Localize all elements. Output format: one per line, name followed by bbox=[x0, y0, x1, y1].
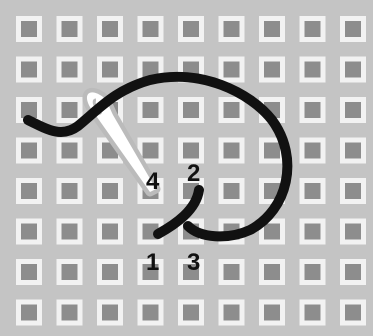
canvas-hole bbox=[21, 21, 37, 37]
canvas-hole bbox=[264, 264, 280, 280]
canvas-hole bbox=[264, 224, 280, 240]
canvas-hole bbox=[102, 21, 118, 37]
canvas-hole bbox=[224, 183, 240, 199]
canvas-hole bbox=[264, 21, 280, 37]
canvas-hole bbox=[264, 305, 280, 321]
canvas-hole bbox=[183, 21, 199, 37]
point-label-4: 4 bbox=[146, 168, 160, 195]
canvas-hole bbox=[345, 62, 361, 78]
canvas-hole bbox=[224, 62, 240, 78]
point-label-1: 1 bbox=[146, 249, 159, 276]
canvas-hole bbox=[62, 305, 78, 321]
canvas-hole bbox=[21, 143, 37, 159]
canvas-hole bbox=[102, 183, 118, 199]
canvas-hole bbox=[62, 224, 78, 240]
canvas-hole bbox=[224, 264, 240, 280]
canvas-hole bbox=[143, 21, 159, 37]
canvas-hole bbox=[62, 143, 78, 159]
canvas-hole bbox=[62, 264, 78, 280]
canvas-hole bbox=[143, 102, 159, 118]
canvas-hole bbox=[305, 305, 321, 321]
canvas-hole bbox=[305, 264, 321, 280]
canvas-hole bbox=[21, 62, 37, 78]
canvas-hole bbox=[345, 21, 361, 37]
canvas-hole bbox=[264, 62, 280, 78]
canvas-hole bbox=[224, 21, 240, 37]
canvas-hole bbox=[345, 264, 361, 280]
canvas-hole bbox=[224, 143, 240, 159]
canvas-hole bbox=[183, 102, 199, 118]
canvas-hole bbox=[62, 62, 78, 78]
canvas-hole bbox=[345, 305, 361, 321]
canvas-hole bbox=[21, 305, 37, 321]
canvas-hole bbox=[21, 264, 37, 280]
canvas-hole bbox=[102, 62, 118, 78]
canvas-hole bbox=[102, 305, 118, 321]
point-label-2: 2 bbox=[187, 160, 200, 187]
point-label-3: 3 bbox=[187, 249, 200, 276]
canvas-hole bbox=[305, 143, 321, 159]
canvas-hole bbox=[143, 305, 159, 321]
canvas-hole bbox=[345, 102, 361, 118]
canvas-hole bbox=[305, 183, 321, 199]
canvas-hole bbox=[183, 305, 199, 321]
canvas-hole bbox=[305, 21, 321, 37]
canvas-hole bbox=[264, 143, 280, 159]
canvas-hole bbox=[62, 183, 78, 199]
canvas-hole bbox=[305, 102, 321, 118]
canvas-hole bbox=[345, 224, 361, 240]
canvas-hole bbox=[143, 143, 159, 159]
canvas-hole bbox=[224, 102, 240, 118]
canvas-hole bbox=[62, 21, 78, 37]
canvas-hole bbox=[345, 143, 361, 159]
canvas-hole bbox=[21, 183, 37, 199]
canvas-hole bbox=[102, 224, 118, 240]
canvas-hole bbox=[224, 305, 240, 321]
canvas-hole bbox=[305, 62, 321, 78]
canvas-hole bbox=[62, 102, 78, 118]
canvas-hole bbox=[102, 264, 118, 280]
canvas-hole bbox=[183, 143, 199, 159]
canvas-hole bbox=[305, 224, 321, 240]
canvas-hole bbox=[21, 224, 37, 240]
canvas-hole bbox=[345, 183, 361, 199]
